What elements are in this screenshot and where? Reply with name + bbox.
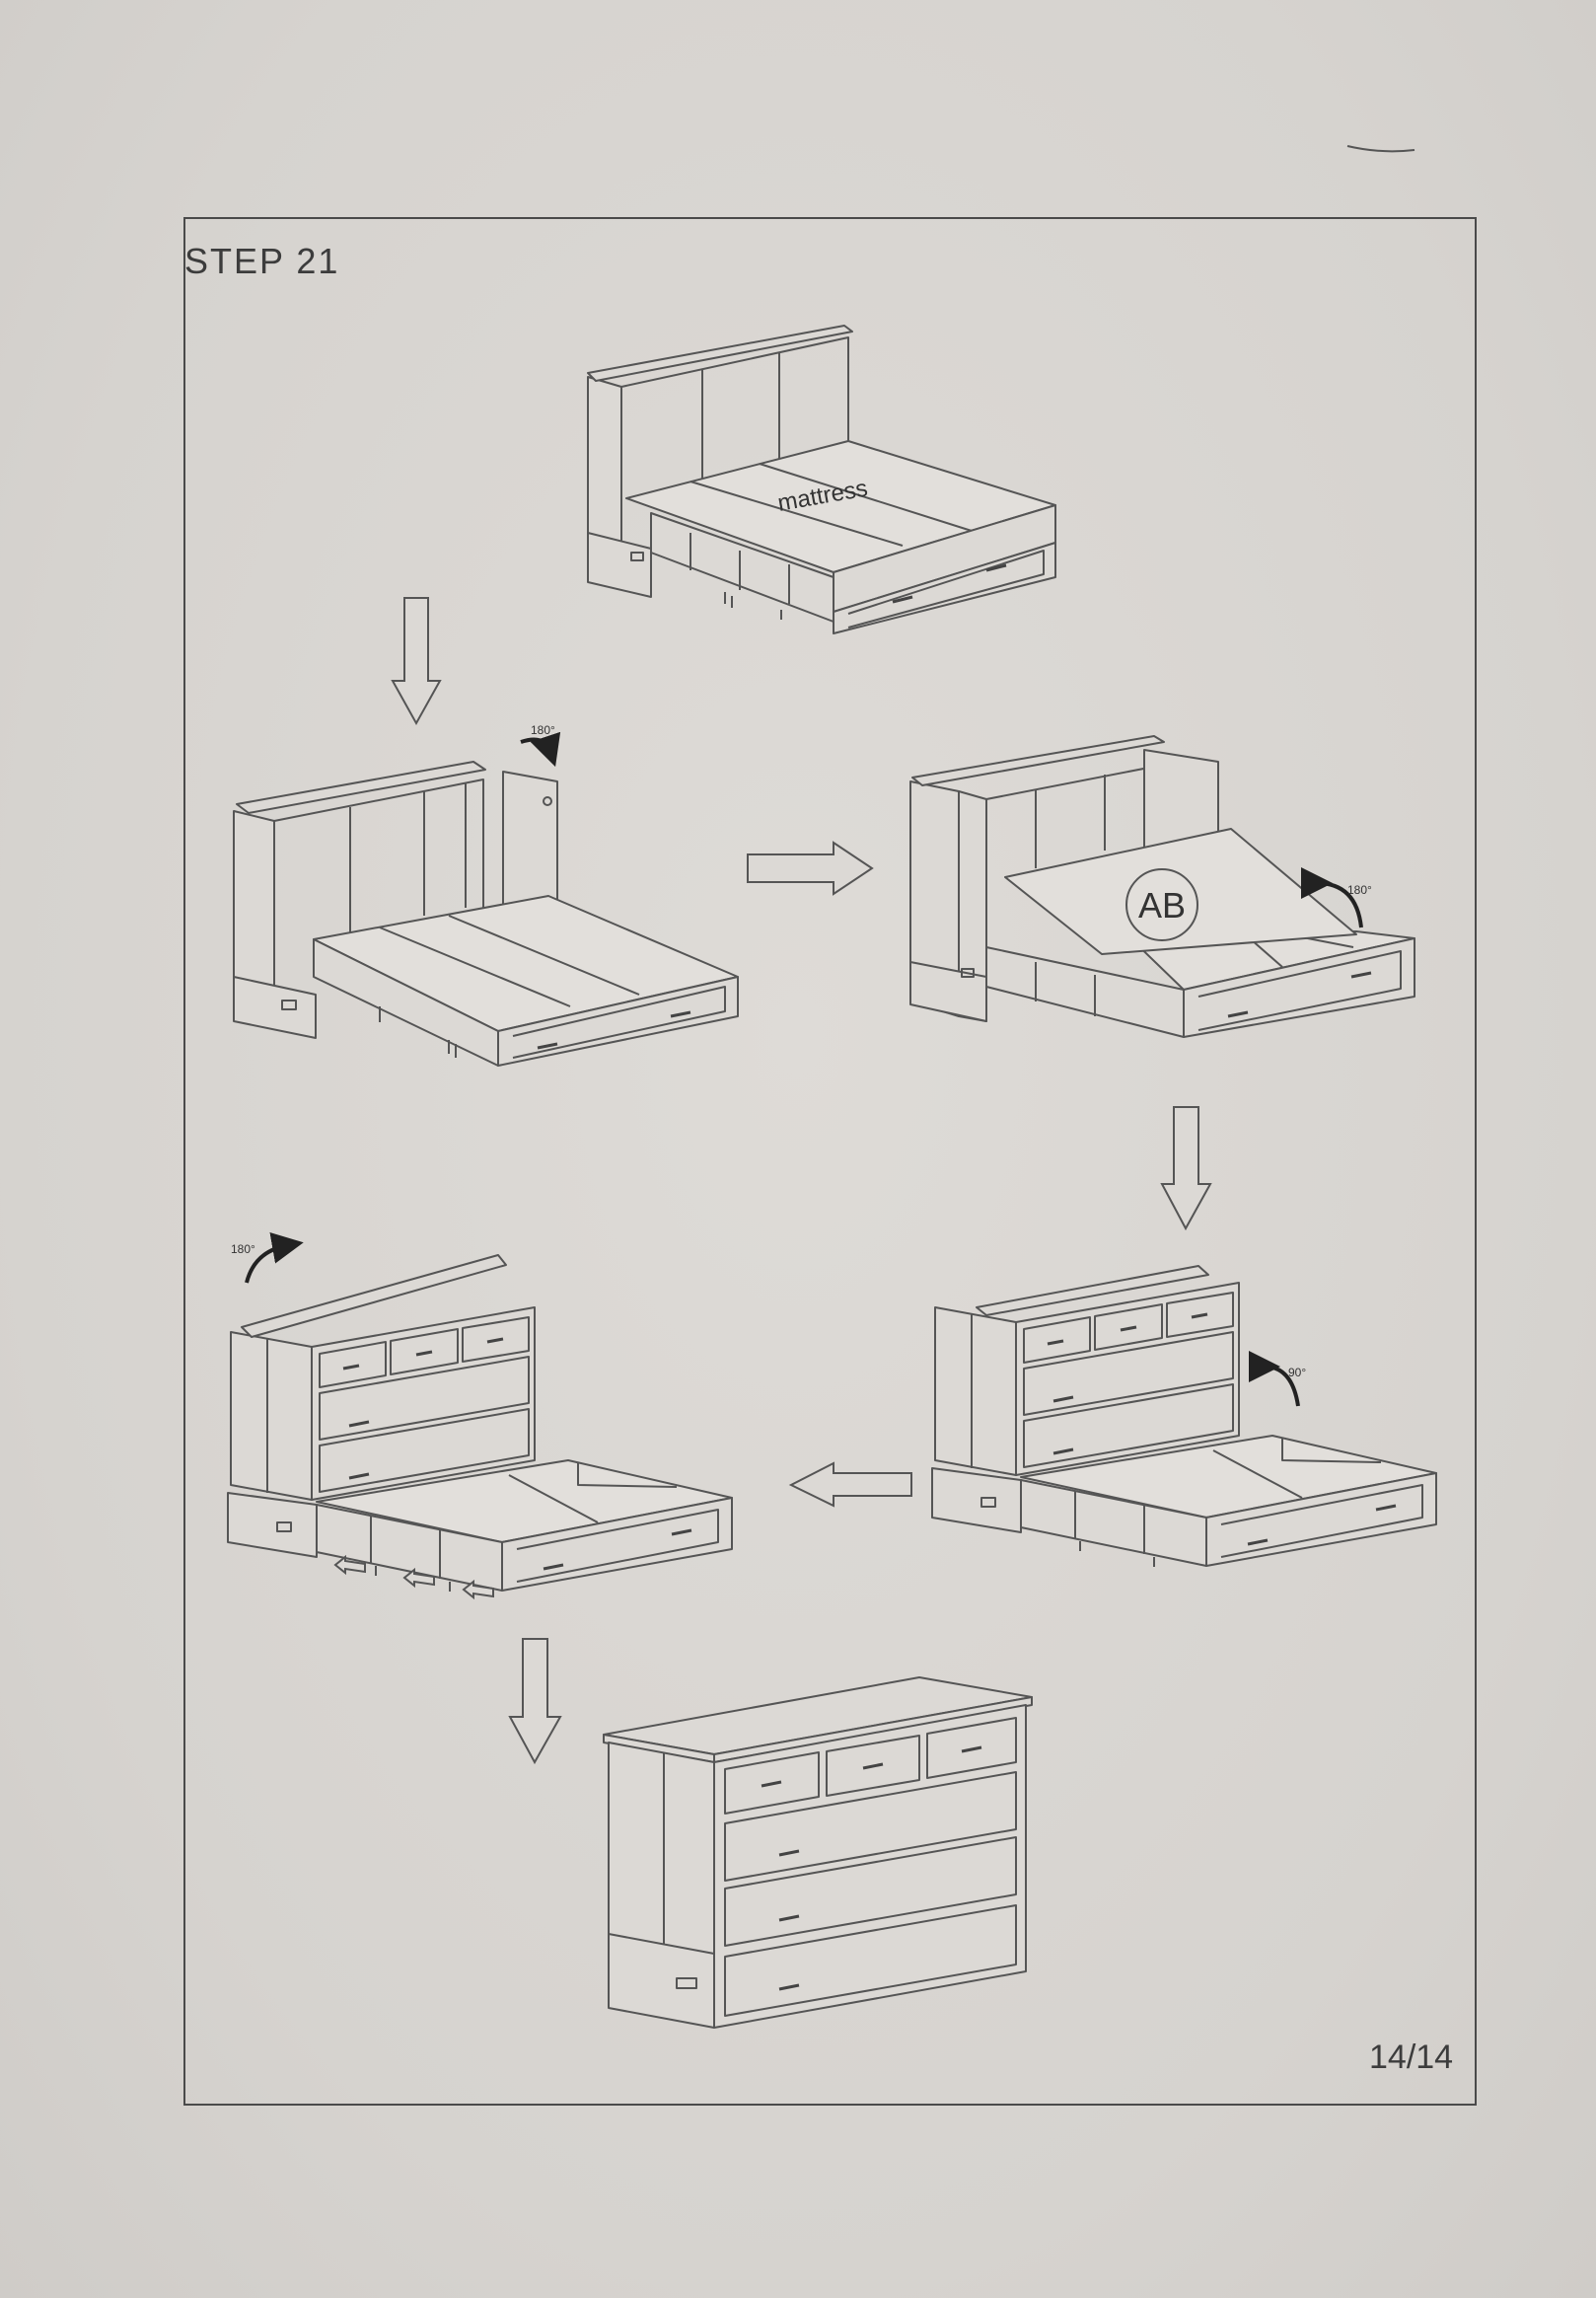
- figure-dresser-lid-right: 90°: [976, 1265, 1306, 1407]
- figure-bed-frame-open: 180°: [233, 723, 739, 1067]
- rotate-arrow-icon: [1300, 866, 1363, 928]
- page-number: 14/14: [1369, 2039, 1454, 2076]
- rotation-label: 180°: [231, 1242, 255, 1256]
- rotate-arrow-icon: [245, 1232, 304, 1284]
- push-arrow-icon: [402, 1567, 435, 1589]
- rotation-label: 180°: [531, 723, 555, 737]
- rotation-label: 180°: [1347, 883, 1372, 897]
- arrow-right-icon: [747, 841, 874, 896]
- rotation-label: 90°: [1288, 1366, 1306, 1379]
- rotate-arrow-icon: [1248, 1350, 1300, 1407]
- arrow-down-icon: [391, 597, 442, 726]
- push-arrow-icon: [462, 1579, 494, 1600]
- panel-ab-label: AB: [1138, 885, 1186, 926]
- panel-ab-circle: [1125, 868, 1198, 941]
- pencil-mark: [1346, 145, 1415, 153]
- figure-dresser-tray-closing: [226, 1305, 734, 1594]
- push-arrow-icon: [333, 1554, 366, 1576]
- page-border: [183, 217, 1477, 2106]
- figure-dresser-lid-left: 180°: [231, 1232, 507, 1600]
- figure-panel-ab-lifting: AB 180°: [909, 735, 1415, 1038]
- arrow-down-icon: [1160, 1106, 1212, 1231]
- figure-dresser-closed: [603, 1676, 1033, 2029]
- arrow-left-icon: [788, 1461, 912, 1508]
- figure-dresser-tray-open: [931, 1282, 1437, 1567]
- step-title: STEP 21: [184, 241, 340, 281]
- arrow-down-icon: [508, 1638, 562, 1765]
- figure-bed-with-mattress: mattress: [587, 325, 1056, 634]
- rotate-arrow-icon: [520, 731, 561, 768]
